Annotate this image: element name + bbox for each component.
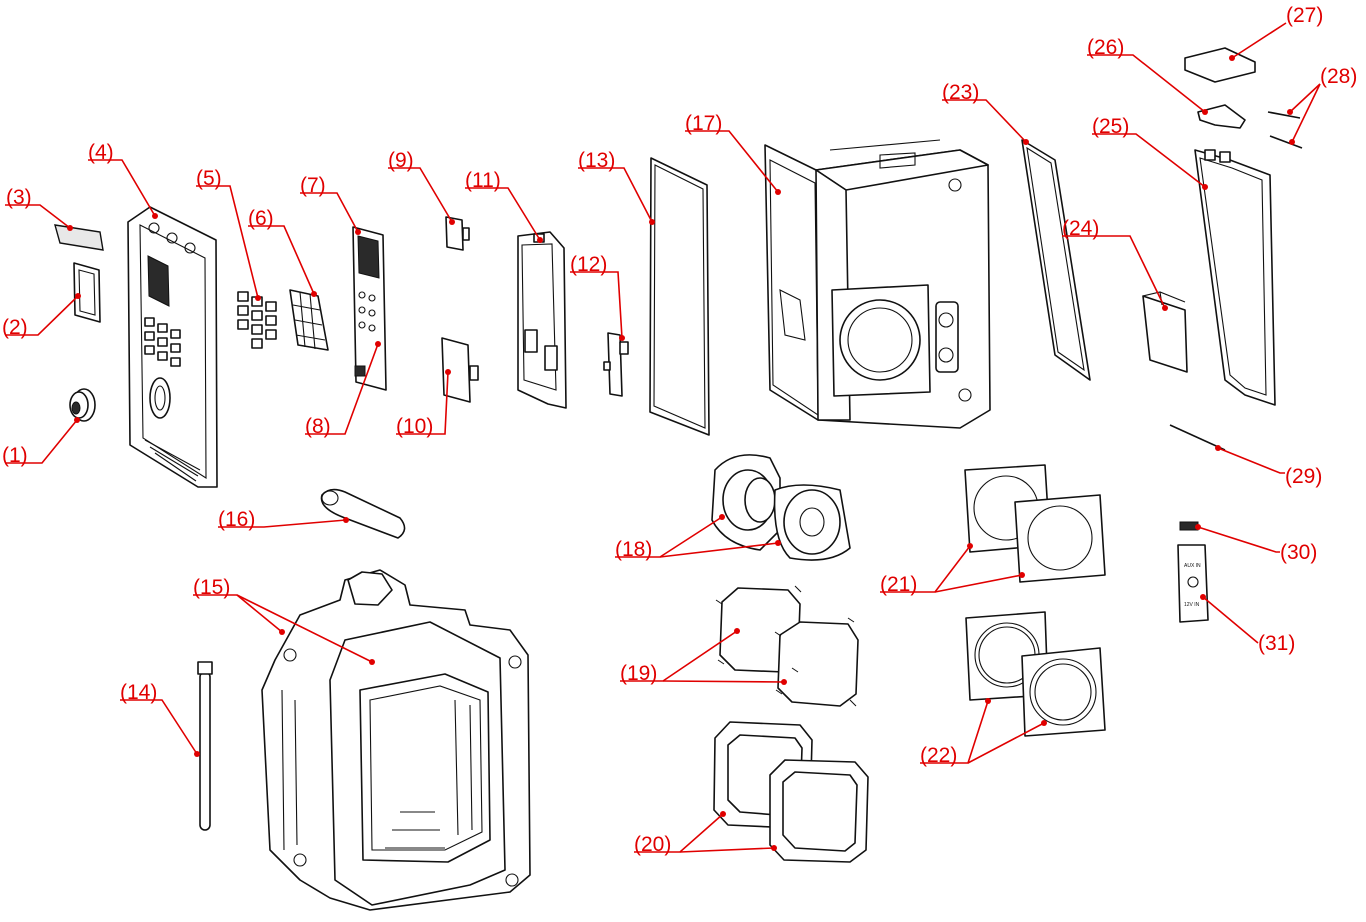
callout-1: (1) <box>2 444 28 467</box>
callout-31: (31) <box>1258 632 1295 655</box>
callout-17: (17) <box>685 112 722 135</box>
callout-23: (23) <box>942 81 979 104</box>
part-21-baffle-plates <box>964 464 1106 583</box>
part-11-amplifier-module <box>517 231 567 409</box>
part-5-keypad-rubber <box>237 291 277 349</box>
part-16-handle-grip <box>320 488 406 539</box>
part-1-volume-knob <box>69 388 96 422</box>
callout-18: (18) <box>615 538 652 561</box>
callout-5: (5) <box>196 167 222 190</box>
part-28-pins <box>1267 111 1303 149</box>
part-24-battery-bracket <box>1142 291 1188 373</box>
callout-22: (22) <box>920 744 957 767</box>
callout-14: (14) <box>120 681 157 704</box>
callout-15: (15) <box>193 576 230 599</box>
part-2-display-window <box>73 262 101 323</box>
part-31-input-plate: AUX IN 12V IN <box>1177 544 1209 623</box>
dc-in-label: 12V IN <box>1184 602 1200 608</box>
part-18-speaker-drivers <box>711 454 851 561</box>
part-3-display-lens <box>54 224 104 251</box>
callout-27: (27) <box>1286 4 1323 27</box>
part-15-main-housing <box>261 569 531 911</box>
part-17-speaker-cabinet <box>764 139 991 429</box>
callout-labels: (1) (2) (3) (4) (5) (6) (7) (8) (9) (10)… <box>2 4 1357 856</box>
part-7-8-control-pcb <box>352 226 387 391</box>
callout-30: (30) <box>1280 541 1317 564</box>
callout-13: (13) <box>578 149 615 172</box>
callout-3: (3) <box>6 186 32 209</box>
part-6-keypad-membrane <box>289 289 329 351</box>
callout-10: (10) <box>396 415 433 438</box>
callout-16: (16) <box>218 508 255 531</box>
part-20-speaker-frames <box>713 721 869 863</box>
part-27-top-cap <box>1184 47 1256 83</box>
callout-25: (25) <box>1092 115 1129 138</box>
callout-8: (8) <box>305 415 331 438</box>
callout-21: (21) <box>880 573 917 596</box>
callout-26: (26) <box>1087 36 1124 59</box>
part-26-latch <box>1197 104 1246 129</box>
callout-4: (4) <box>88 141 114 164</box>
part-9-small-pcb <box>445 216 470 251</box>
part-10-pcb <box>441 337 479 403</box>
part-14-antenna-rod <box>197 661 213 831</box>
callout-28: (28) <box>1320 65 1357 88</box>
callout-12: (12) <box>570 253 607 276</box>
callout-20: (20) <box>634 833 671 856</box>
callout-6: (6) <box>248 207 274 230</box>
callout-29: (29) <box>1285 465 1322 488</box>
aux-in-label: AUX IN <box>1184 563 1201 569</box>
leader-dots <box>67 55 1295 851</box>
callout-24: (24) <box>1062 217 1099 240</box>
part-12-input-jack-board <box>603 332 629 397</box>
part-19-speaker-gaskets <box>715 585 859 707</box>
callout-9: (9) <box>388 149 414 172</box>
part-23-side-gasket <box>1021 139 1091 381</box>
leader-lines <box>5 22 1321 853</box>
callout-2: (2) <box>2 316 28 339</box>
part-22-speaker-rings <box>965 611 1106 737</box>
part-13-gasket-sheet <box>649 157 710 436</box>
part-4-control-panel <box>127 206 218 488</box>
callout-19: (19) <box>620 662 657 685</box>
callout-7: (7) <box>300 174 326 197</box>
part-25-side-panel <box>1194 149 1276 406</box>
part-29-rod <box>1169 424 1226 451</box>
callout-11: (11) <box>465 169 501 192</box>
